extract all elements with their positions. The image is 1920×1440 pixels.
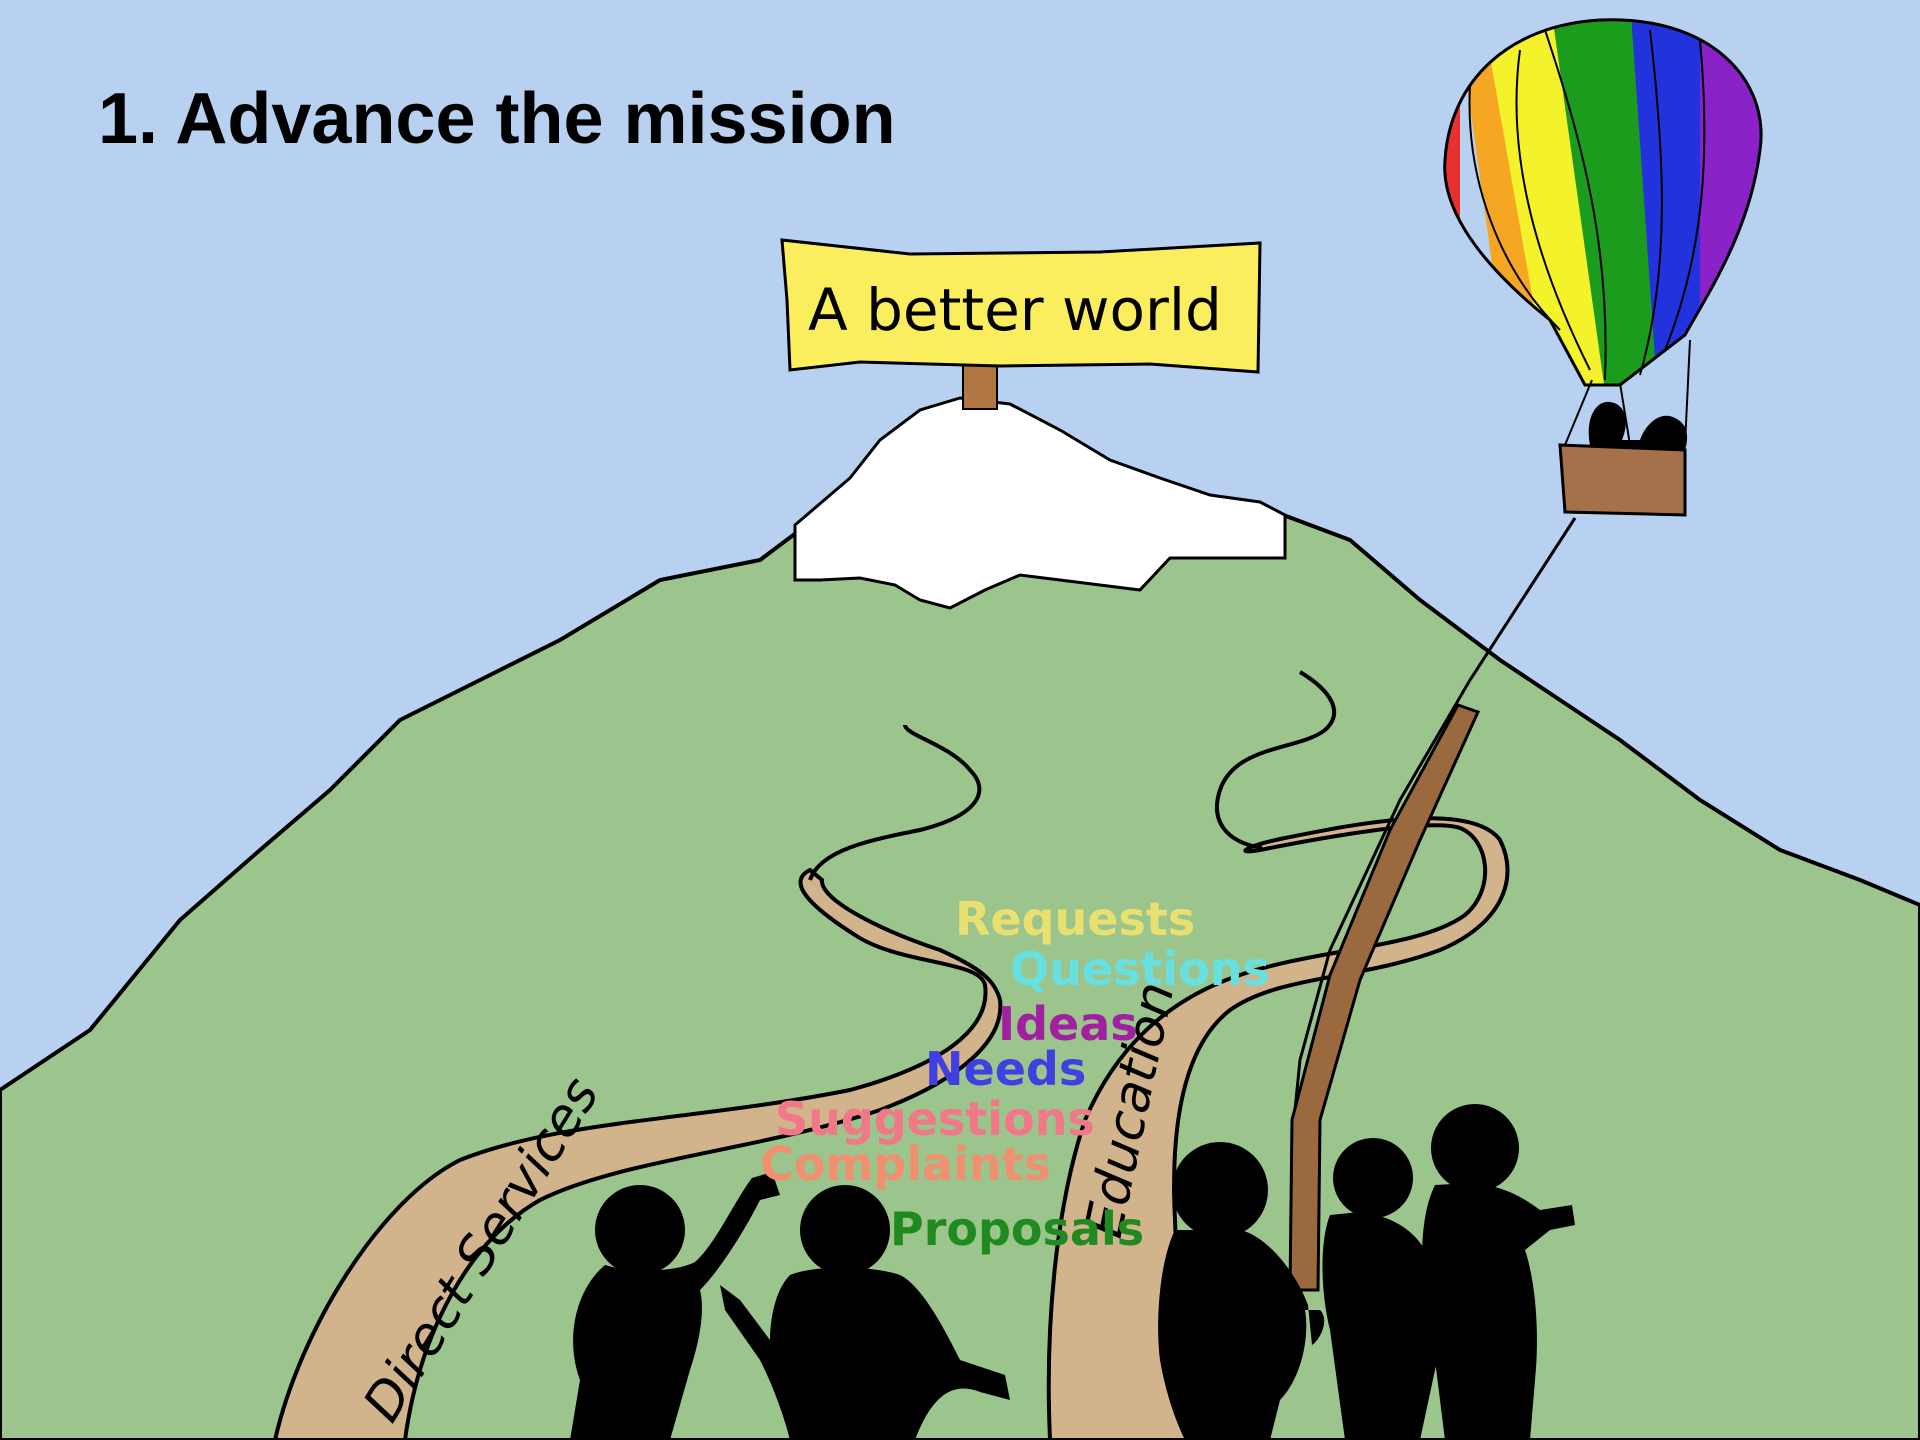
word-proposals: Proposals (890, 1202, 1144, 1256)
people-silhouettes-left (570, 1172, 1010, 1440)
word-questions: Questions (1010, 942, 1270, 996)
people-silhouettes-right (1158, 1104, 1575, 1440)
balloon-basket (1558, 443, 1687, 517)
sign-board (780, 238, 1262, 374)
direct-services-trail (808, 724, 982, 881)
balloon-rope (1288, 703, 1481, 1292)
slide-title: 1. Advance the mission (98, 79, 896, 159)
word-suggestions: Suggestions (775, 1092, 1095, 1146)
education-trail (1214, 670, 1337, 850)
sign-post (962, 363, 998, 410)
sign-text: A better world (808, 276, 1222, 344)
word-requests: Requests (955, 892, 1195, 946)
word-needs: Needs (925, 1042, 1086, 1096)
word-ideas: Ideas (998, 997, 1138, 1051)
word-complaints: Complaints (760, 1137, 1051, 1191)
direct-services-path (272, 867, 1003, 1440)
balloon-rope-line (1293, 517, 1577, 1111)
